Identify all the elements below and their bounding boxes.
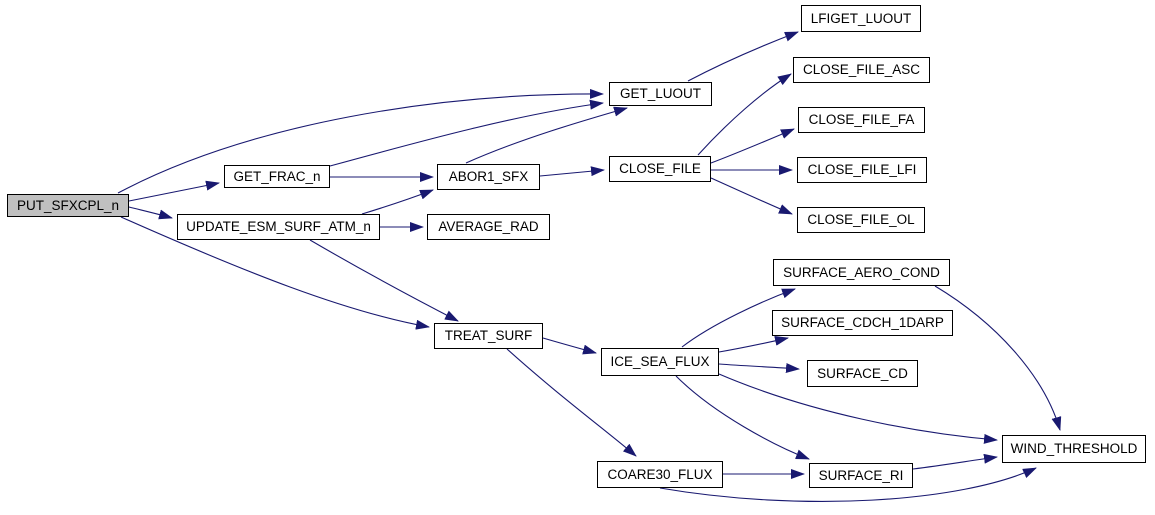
node-get-frac-n[interactable]: GET_FRAC_n (224, 165, 330, 188)
edge-get-frac-n-to-get-luout (329, 99, 604, 167)
edge-surface-aero-cond-to-wind-threshold (934, 285, 1062, 431)
edge-surface-ri-to-wind-threshold (912, 453, 998, 470)
node-surface-cdch-1darp[interactable]: SURFACE_CDCH_1DARP (772, 310, 953, 336)
edge-treat-surf-to-coare30-flux (506, 348, 637, 457)
node-average-rad[interactable]: AVERAGE_RAD (427, 214, 550, 240)
edge-ice-sea-flux-to-surface-ri (675, 375, 810, 460)
edge-ice-sea-flux-to-surface-cdch-1darp (718, 335, 789, 353)
node-abor1-sfx[interactable]: ABOR1_SFX (437, 164, 540, 190)
edge-treat-surf-to-ice-sea-flux (542, 337, 597, 355)
node-coare30-flux[interactable]: COARE30_FLUX (597, 461, 723, 488)
edge-put-sfxcpl-n-to-update-esm-surf-atm-n (128, 206, 173, 220)
node-close-file-fa[interactable]: CLOSE_FILE_FA (798, 107, 925, 133)
node-close-file-ol[interactable]: CLOSE_FILE_OL (797, 207, 925, 233)
edge-ice-sea-flux-to-surface-cd (718, 363, 800, 374)
node-put-sfxcpl-n: PUT_SFXCPL_n (7, 194, 129, 217)
node-close-file[interactable]: CLOSE_FILE (609, 156, 711, 182)
edge-put-sfxcpl-n-to-get-frac-n (128, 180, 220, 202)
edge-abor1-sfx-to-get-luout (465, 106, 628, 164)
edge-coare30-flux-to-wind-threshold (659, 467, 1037, 502)
node-get-luout[interactable]: GET_LUOUT (609, 82, 712, 106)
edge-get-luout-to-lfiget-luout (687, 31, 799, 82)
node-surface-aero-cond[interactable]: SURFACE_AERO_COND (773, 259, 950, 286)
edge-put-sfxcpl-n-to-get-luout (117, 88, 604, 194)
edge-ice-sea-flux-to-surface-aero-cond (681, 288, 796, 348)
node-wind-threshold[interactable]: WIND_THRESHOLD (1002, 435, 1146, 463)
node-lfiget-luout[interactable]: LFIGET_LUOUT (801, 5, 921, 32)
edge-close-file-to-close-file-fa (710, 128, 795, 164)
node-surface-ri[interactable]: SURFACE_RI (809, 463, 913, 488)
node-treat-surf[interactable]: TREAT_SURF (434, 323, 543, 349)
edge-close-file-to-close-file-asc (697, 73, 792, 156)
node-update-esm-surf-atm-n[interactable]: UPDATE_ESM_SURF_ATM_n (177, 214, 380, 240)
edge-ice-sea-flux-to-wind-threshold (718, 373, 998, 444)
edge-put-sfxcpl-n-to-treat-surf (120, 216, 430, 330)
node-ice-sea-flux[interactable]: ICE_SEA_FLUX (601, 348, 719, 376)
edge-update-esm-surf-atm-n-to-abor1-sfx (361, 189, 434, 215)
node-surface-cd[interactable]: SURFACE_CD (807, 360, 918, 387)
node-close-file-asc[interactable]: CLOSE_FILE_ASC (793, 57, 930, 83)
edge-close-file-to-close-file-ol (710, 177, 793, 215)
edge-update-esm-surf-atm-n-to-treat-surf (309, 239, 459, 322)
edge-abor1-sfx-to-close-file (539, 166, 605, 177)
node-close-file-lfi[interactable]: CLOSE_FILE_LFI (797, 157, 927, 183)
edge-group (117, 31, 1062, 502)
